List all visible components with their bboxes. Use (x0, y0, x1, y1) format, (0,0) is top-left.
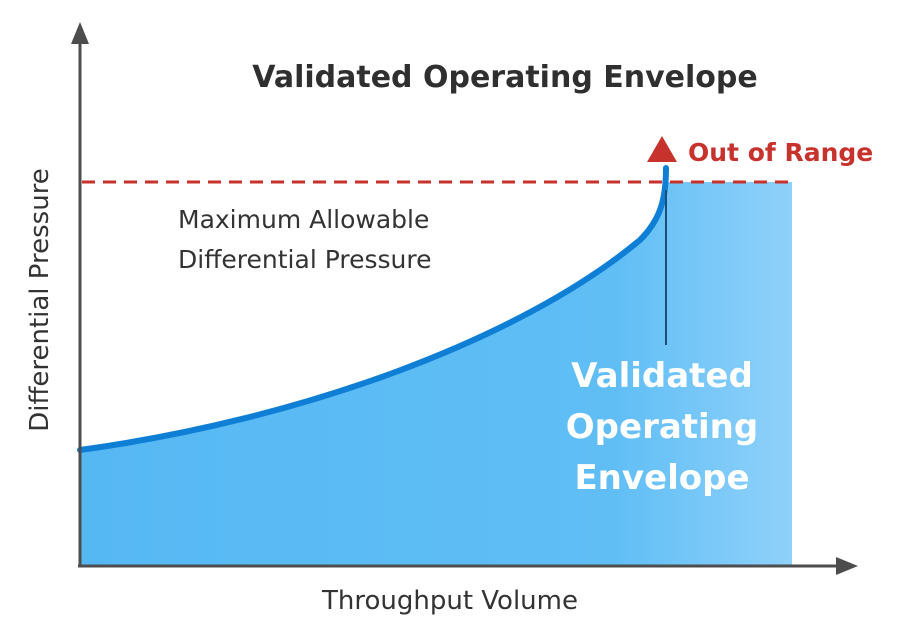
x-axis-arrow-icon (836, 557, 858, 575)
out-of-range-label: Out of Range (688, 138, 873, 167)
envelope-label-line-2: Operating (566, 407, 758, 447)
envelope-area (80, 182, 792, 566)
limit-label-line-1: Maximum Allowable (178, 205, 429, 234)
envelope-label-line-3: Envelope (574, 458, 749, 498)
pressure-curve (77, 165, 669, 453)
envelope-label-line-1: Validated (571, 356, 753, 396)
y-axis-arrow-icon (71, 22, 89, 44)
chart-title: Validated Operating Envelope (252, 60, 757, 95)
x-axis-label: Throughput Volume (321, 586, 578, 616)
limit-label-line-2: Differential Pressure (178, 245, 431, 274)
out-of-range-triangle-icon (647, 136, 677, 162)
y-axis-label: Differential Pressure (25, 168, 55, 432)
